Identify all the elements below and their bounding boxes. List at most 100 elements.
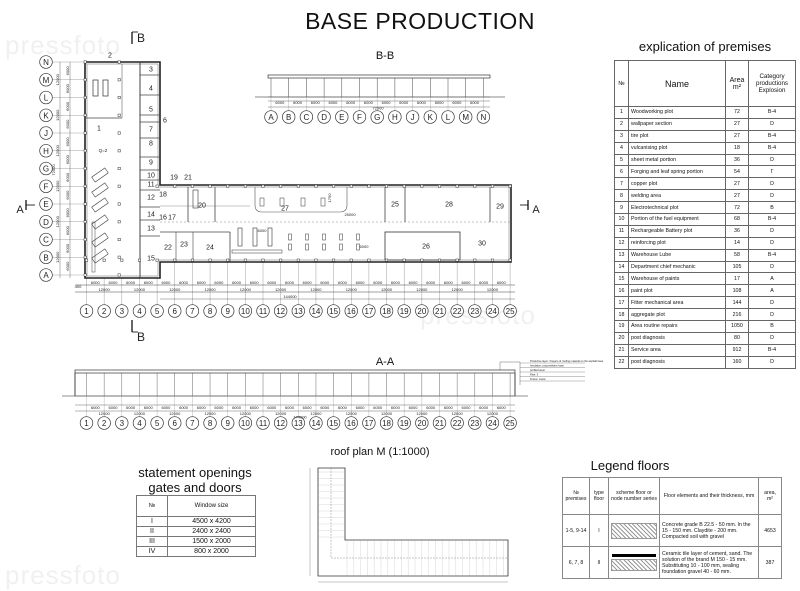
axis-bubble: [405, 110, 420, 124]
dim-double: 12000: [169, 411, 181, 416]
column: [314, 184, 318, 188]
dim-total: 72000: [372, 106, 384, 111]
cell-name: Warehouse Lube: [628, 248, 726, 262]
cell-no: 15: [614, 272, 629, 286]
axis-bubble: [39, 73, 53, 87]
column: [83, 167, 87, 170]
column: [385, 258, 389, 262]
aa-axis-25: 25: [506, 419, 515, 428]
dim-bay: 6000: [197, 280, 207, 285]
column: [83, 78, 87, 82]
letter-axis-G: G: [43, 165, 49, 174]
cell-area: 108: [725, 284, 749, 298]
cell-area: 36: [725, 153, 749, 167]
cell-no: 11: [614, 224, 629, 238]
axis-bubble: [203, 416, 217, 430]
column: [117, 78, 121, 82]
cell-area: 912: [725, 343, 749, 357]
axis-bubble: [476, 110, 491, 124]
cell-area: 4653: [758, 514, 782, 547]
axis-bubble: [309, 416, 323, 430]
table-row: 6, 7, 8 II Ceramic tile layer of cement,…: [562, 546, 782, 579]
column: [243, 184, 247, 188]
cell-cat: D: [748, 308, 796, 322]
aa-axis-13: 13: [294, 419, 303, 428]
dim-double: 12000: [55, 73, 60, 85]
dim-double: 12000: [310, 411, 322, 416]
number-axis-21: 21: [435, 307, 444, 316]
column: [332, 258, 336, 262]
cell-no: 18: [614, 308, 629, 322]
letter-axis-L: L: [44, 94, 49, 103]
dim-double: 12000: [240, 411, 252, 416]
dim-double: 12000: [416, 411, 428, 416]
dim-bay: 6000: [250, 280, 260, 285]
room-number-20: 20: [198, 203, 206, 210]
cell-cat: B-4: [748, 343, 796, 357]
axis-bubble: [459, 110, 473, 124]
vehicle-post: [91, 167, 109, 183]
dim-bay: 6000: [444, 280, 454, 285]
axis-bubble: [415, 304, 429, 318]
dim-bay: 6000: [417, 100, 427, 105]
lifting-column: [267, 227, 273, 247]
cell-no: 2: [614, 117, 629, 131]
vehicle-post: [91, 248, 109, 264]
crane-label: Q=2: [99, 148, 108, 153]
bb-axis-J: J: [411, 113, 415, 122]
room-number-15: 15: [147, 256, 155, 263]
column: [349, 258, 353, 262]
dim-bay: 6000: [91, 405, 101, 410]
dim-total: 144000: [283, 294, 297, 299]
column: [83, 238, 87, 241]
cell-size: 2400 x 2400: [167, 526, 256, 537]
room-number-4: 4: [149, 86, 153, 93]
cut-b-bottom: B: [137, 330, 145, 344]
section-note: Protective layer: 3 layers of roofing ma…: [530, 359, 604, 363]
axis-bubble: [503, 304, 517, 318]
cut-a-left: A: [16, 204, 24, 216]
axis-bubble: [362, 416, 376, 430]
axis-bubble: [274, 416, 288, 430]
cell-area: 27: [725, 117, 749, 131]
column: [438, 258, 441, 262]
aa-axis-22: 22: [453, 419, 462, 428]
column: [83, 131, 87, 135]
cell-name: Rechargeable Battery plot: [628, 224, 726, 238]
cell-name: Electrotechnical plot: [628, 201, 726, 215]
lifting-column: [237, 227, 243, 247]
section-note: Rise: 3: [530, 373, 539, 377]
column: [402, 258, 406, 262]
cell-cat: B: [748, 201, 796, 215]
floors-table: № premises type floor scheme floor or no…: [562, 477, 782, 579]
cell-elements: Concrete grade B 22.5 - 50 mm. In the 15…: [659, 514, 759, 547]
room-number-18: 18: [159, 192, 167, 199]
dim-bay: 6000: [399, 100, 409, 105]
roof: [267, 74, 491, 79]
cell-type: II: [589, 546, 609, 579]
column: [117, 60, 121, 64]
axis-bubble: [238, 304, 253, 318]
dim-bay: 6000: [214, 280, 224, 285]
number-axis-13: 13: [294, 307, 303, 316]
dim-double: 12000: [275, 287, 287, 292]
axis-bubble: [362, 304, 376, 318]
dim-double: 12000: [99, 411, 111, 416]
room-number-3: 3: [149, 67, 153, 74]
dim-bay: 6000: [303, 405, 313, 410]
cell-cat: A: [748, 272, 796, 286]
cell-area: 14: [725, 236, 749, 250]
cell-name: reinforcing plot: [628, 236, 726, 250]
axis-bubble: [79, 304, 94, 318]
axis-bubble: [39, 108, 53, 122]
dim-bay: 6000: [346, 100, 356, 105]
column: [367, 184, 371, 188]
cell-cat: B-4: [748, 129, 796, 143]
cell-area: 72: [725, 106, 749, 119]
aa-axis-18: 18: [382, 419, 391, 428]
